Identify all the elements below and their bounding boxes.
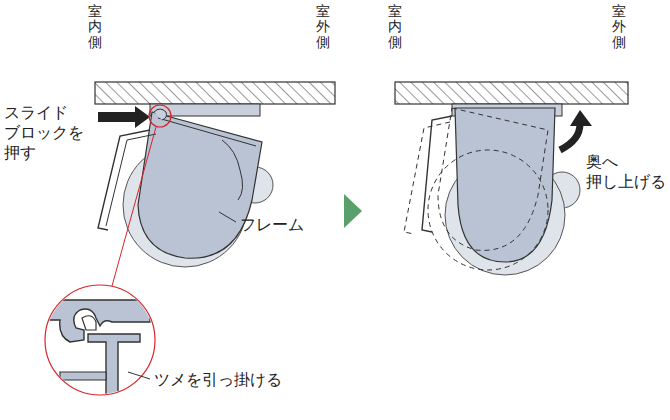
action-label: 奥へ 押し上げる — [586, 152, 666, 192]
frame-before — [438, 108, 548, 250]
frame — [138, 112, 262, 258]
front-bracket-inner — [106, 134, 156, 226]
frame-leader — [219, 212, 236, 222]
action-label: ツメを引っ掛ける — [154, 370, 282, 390]
side-label: 室内側 — [388, 4, 402, 50]
push-up-arrow — [560, 124, 580, 150]
front-bracket-before — [404, 122, 450, 234]
side-label: 室内側 — [88, 4, 102, 50]
detail-marker — [149, 105, 171, 127]
ceiling — [395, 82, 628, 104]
push-up-arrowhead — [570, 110, 592, 126]
action-label: スライド ブロックを 押す — [4, 103, 84, 163]
left-panel — [40, 82, 335, 400]
side-label: 室外側 — [316, 4, 330, 50]
frame-edge — [158, 118, 256, 146]
detail-view — [40, 300, 150, 400]
push-arrow — [98, 106, 150, 128]
claw — [154, 109, 167, 120]
front-bracket — [98, 130, 150, 230]
ceiling — [95, 82, 335, 104]
detail-leader — [112, 127, 156, 286]
roller-before — [428, 150, 548, 270]
side-label: 室外側 — [612, 4, 626, 50]
claw-leader — [128, 372, 150, 379]
part-label: フレーム — [240, 215, 304, 235]
frame-rib — [222, 140, 243, 200]
next-arrow — [344, 194, 362, 228]
